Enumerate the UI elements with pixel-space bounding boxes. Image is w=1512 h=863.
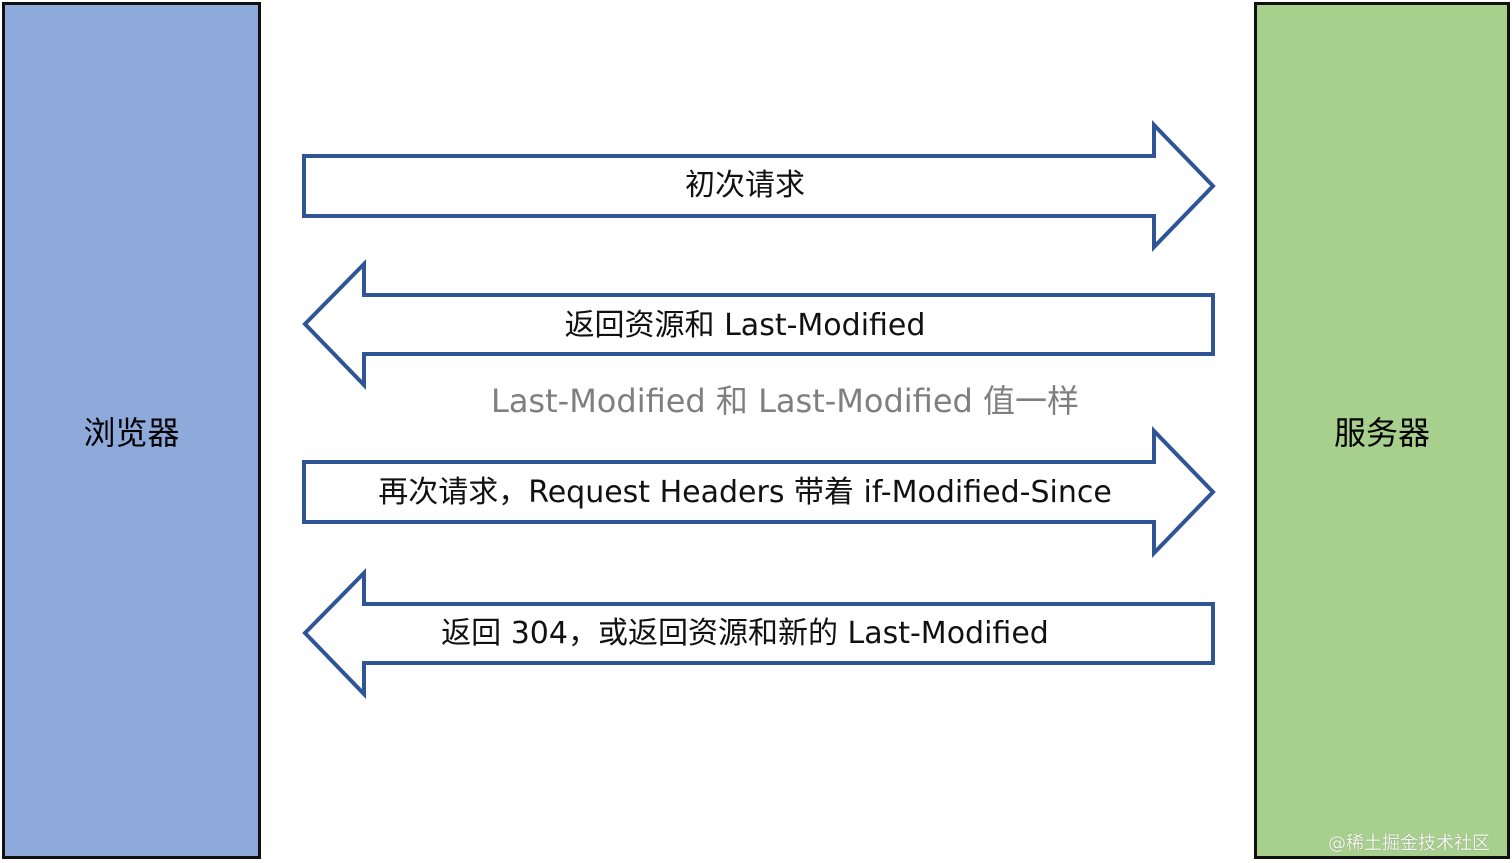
server-panel: 服务器: [1254, 2, 1510, 859]
conditional-request-label: 再次请求，Request Headers 带着 if-Modified-Sinc…: [378, 475, 1112, 510]
watermark: @稀土掘金技术社区: [1328, 833, 1490, 854]
browser-label: 浏览器: [83, 413, 180, 452]
same-value-note: Last-Modified 和 Last-Modified 值一样: [490, 382, 1080, 420]
request-arrow-conditional: [302, 426, 1216, 558]
response-arrow-304: [302, 568, 1215, 699]
initial-request-label: 初次请求: [685, 168, 805, 203]
not-modified-response-label: 返回 304，或返回资源和新的 Last-Modified: [441, 616, 1049, 651]
resource-response-label: 返回资源和 Last-Modified: [564, 308, 926, 343]
request-arrow-initial: [302, 120, 1216, 252]
response-arrow-resource: [302, 259, 1215, 390]
browser-panel: 浏览器: [2, 2, 261, 859]
server-label: 服务器: [1333, 413, 1430, 452]
